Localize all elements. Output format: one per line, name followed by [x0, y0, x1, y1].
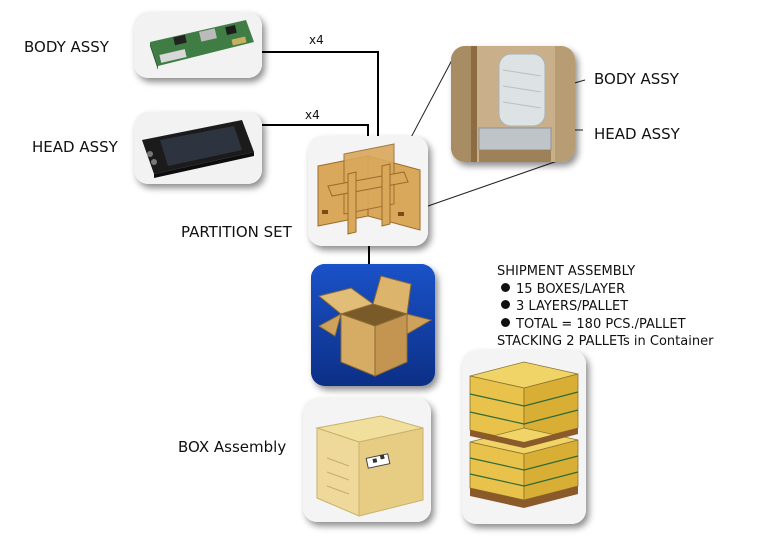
shipment-title: SHIPMENT ASSEMBLY — [497, 264, 636, 279]
box-assembly-label: BOX Assembly — [178, 438, 287, 456]
head-assy-image — [134, 112, 262, 184]
bullet-icon — [501, 300, 510, 309]
bullet-icon — [501, 317, 510, 327]
shipment-footer: STACKING 2 PALLETs in Container — [497, 334, 714, 349]
head-assy-label: HEAD ASSY — [32, 138, 118, 156]
shipment-item-1: 3 LAYERS/PALLET — [497, 298, 713, 316]
body-quantity: x4 — [309, 33, 324, 47]
head-quantity: x4 — [305, 108, 320, 122]
bullet-icon — [501, 282, 510, 292]
partition-set-image — [308, 136, 428, 246]
closeup-image — [451, 46, 575, 162]
callout-line-lower — [404, 157, 567, 215]
callout-body-label: BODY ASSY — [594, 70, 679, 88]
shipment-item-0: 15 BOXES/LAYER — [497, 281, 713, 299]
body-assy-label: BODY ASSY — [24, 38, 109, 56]
callout-head-label: HEAD ASSY — [594, 125, 680, 143]
shipment-item-2: TOTAL = 180 PCS./PALLET — [497, 316, 713, 334]
partition-set-label: PARTITION SET — [181, 223, 292, 241]
body-assy-image — [134, 12, 262, 78]
pallet-stack-image — [462, 350, 586, 524]
closed-box-image — [303, 398, 431, 522]
open-box-image — [311, 264, 435, 386]
shipment-info: SHIPMENT ASSEMBLY 15 BOXES/LAYER 3 LAYER… — [497, 263, 713, 351]
